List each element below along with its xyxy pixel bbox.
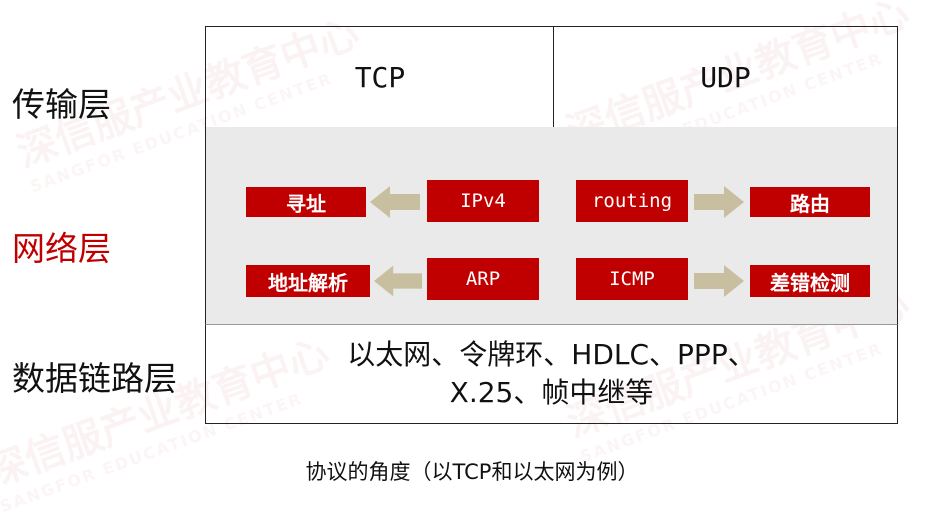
address-resolution-box: 地址解析 bbox=[246, 265, 370, 297]
routing-cn-box: 路由 bbox=[750, 187, 870, 217]
datalink-protocols-line1: 以太网、令牌环、HDLC、PPP、 bbox=[347, 338, 756, 371]
addressing-box: 寻址 bbox=[246, 187, 366, 217]
network-layer-label: 网络层 bbox=[12, 229, 111, 268]
udp-cell: UDP bbox=[553, 26, 898, 128]
datalink-layer-label: 数据链路层 bbox=[12, 359, 177, 398]
arp-box: ARP bbox=[427, 258, 539, 300]
ipv4-box: IPv4 bbox=[427, 180, 539, 222]
error-detection-box: 差错检测 bbox=[750, 265, 870, 297]
routing-box: routing bbox=[576, 180, 688, 222]
tcp-cell: TCP bbox=[205, 26, 554, 128]
arrow-left-icon bbox=[374, 265, 422, 297]
datalink-layer-area: 以太网、令牌环、HDLC、PPP、 X.25、帧中继等 bbox=[205, 324, 898, 424]
arrow-right-icon bbox=[694, 265, 744, 297]
arrow-left-icon bbox=[370, 186, 420, 218]
transport-layer-label: 传输层 bbox=[12, 85, 111, 124]
datalink-protocols-line2: X.25、帧中继等 bbox=[449, 376, 654, 409]
diagram-caption: 协议的角度（以TCP和以太网为例） bbox=[305, 460, 639, 484]
icmp-box: ICMP bbox=[576, 258, 688, 300]
arrow-right-icon bbox=[694, 186, 744, 218]
